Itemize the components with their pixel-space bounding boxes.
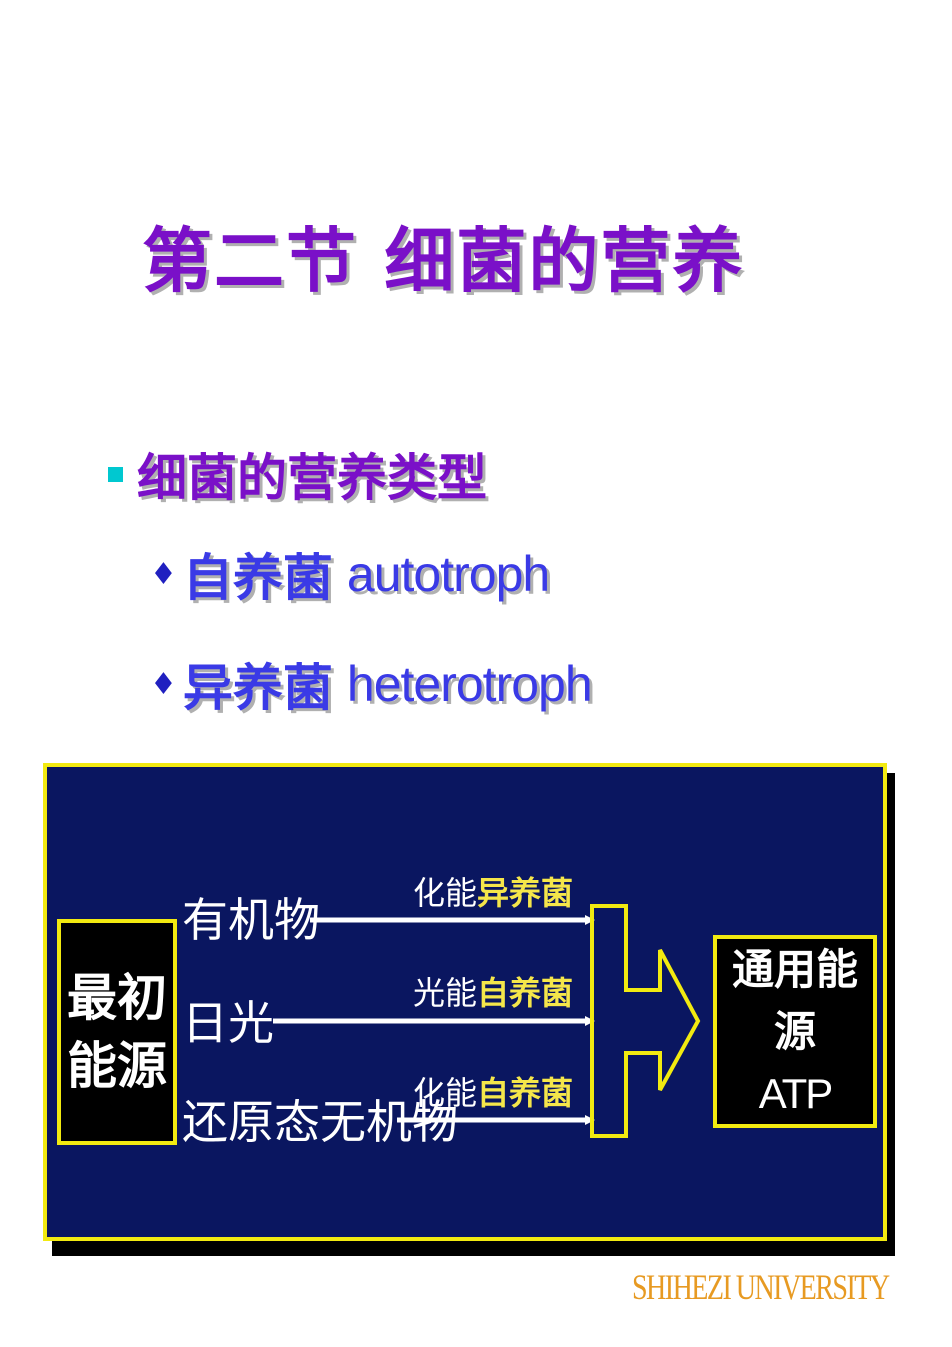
source-inorganic: 还原态无机物 — [182, 1095, 458, 1149]
label-type: 自养菌 — [477, 1074, 574, 1112]
label-type: 异养菌 — [477, 874, 574, 912]
sub-bullet-zh: 自养菌 — [182, 549, 333, 607]
bullet-text: 细菌的营养类型 — [137, 449, 487, 507]
initial-energy-box: 最初 能源 — [57, 919, 177, 1145]
sub-bullet-en: heterotroph — [346, 656, 593, 712]
sub-bullet-zh: 异养菌 — [182, 659, 333, 717]
bullet-item: 细菌的营养类型 — [108, 438, 487, 510]
label-photoautotroph: 光能自养菌 — [413, 968, 573, 1014]
diamond-bullet-icon: ♦ — [150, 666, 177, 702]
label-prefix: 光能 — [413, 974, 478, 1012]
sub-bullet-heterotroph: ♦ 异养菌 heterotroph — [150, 648, 593, 720]
sub-bullet-autotroph: ♦ 自养菌 autotroph — [150, 538, 550, 610]
label-chemoautotroph: 化能自养菌 — [413, 1068, 573, 1114]
source-sunlight: 日光 — [182, 996, 274, 1050]
footer-university: SHIHEZI UNIVERSITY — [632, 1267, 890, 1307]
label-type: 自养菌 — [477, 974, 574, 1012]
atp-box-line2: ATP — [758, 1069, 834, 1117]
sub-bullet-en: autotroph — [346, 546, 550, 602]
initial-energy-line2: 能源 — [67, 1037, 167, 1095]
label-prefix: 化能 — [413, 1074, 478, 1112]
page-title: 第二节 细菌的营养 — [142, 220, 745, 302]
label-chemoheterotroph: 化能异养菌 — [413, 868, 573, 914]
label-prefix: 化能 — [413, 874, 478, 912]
source-organic: 有机物 — [182, 893, 320, 947]
square-bullet-icon — [108, 466, 123, 482]
atp-box-line1: 通用能源 — [731, 944, 858, 1056]
initial-energy-line1: 最初 — [67, 969, 167, 1027]
atp-box: 通用能源 ATP — [713, 935, 877, 1128]
merge-arrow-icon — [590, 904, 701, 1138]
diamond-bullet-icon: ♦ — [150, 556, 177, 592]
